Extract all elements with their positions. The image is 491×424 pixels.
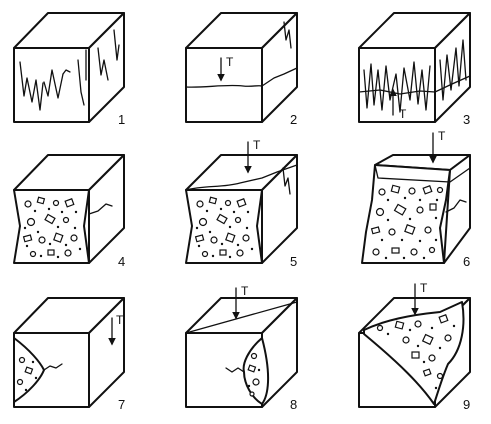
aggregate-pattern (376, 314, 456, 390)
force-label: T (420, 281, 428, 295)
cube-7 (13, 297, 125, 408)
side-crack-2 (283, 21, 292, 49)
diagonal-crack-8 (185, 301, 298, 334)
side-crack-6 (445, 199, 467, 213)
side-crack-4 (88, 203, 113, 215)
panel-number: 2 (290, 112, 297, 127)
side-crack-5 (282, 167, 291, 195)
cube-8 (185, 297, 298, 408)
panel-number: 7 (118, 397, 125, 412)
panel-7: T 7 (13, 297, 125, 412)
aggregate-pattern (16, 356, 38, 392)
panel-number: 1 (118, 112, 125, 127)
cube-5 (185, 154, 298, 264)
panel-number: 8 (290, 397, 297, 412)
panel-number: 4 (118, 254, 125, 269)
aggregate-pattern (194, 196, 254, 259)
force-label: T (399, 107, 407, 121)
panel-number: 3 (463, 112, 470, 127)
cube-2 (185, 12, 298, 123)
aggregate-pattern (247, 352, 261, 397)
panel-9: T 9 (358, 281, 471, 412)
spall-crack-7 (43, 363, 63, 371)
cube-4 (13, 154, 125, 264)
panel-2: T 2 (185, 12, 298, 127)
panel-number: 9 (463, 397, 470, 412)
spall-crack-8 (225, 367, 245, 373)
vertical-cracks-1 (19, 29, 120, 111)
force-label: T (253, 138, 261, 152)
force-label: T (438, 129, 446, 143)
force-label: T (226, 55, 234, 69)
panel-8: T 8 (185, 284, 298, 412)
horizontal-crack-2 (185, 67, 298, 88)
panel-1: 1 (13, 12, 125, 127)
panel-4: 4 (13, 154, 125, 269)
side-cracks-3 (439, 39, 467, 101)
aggregate-pattern (22, 196, 82, 259)
panel-3: T 3 (358, 12, 471, 127)
panel-6: T 6 (361, 129, 471, 269)
panel-number: 6 (463, 254, 470, 269)
top-crack-5 (185, 164, 298, 191)
cube-1 (13, 12, 125, 123)
panel-number: 5 (290, 254, 297, 269)
force-label: T (116, 313, 124, 327)
spalling-edge-6 (374, 164, 471, 183)
aggregate-pattern (370, 184, 444, 260)
zigzag-cracks-3 (363, 61, 431, 113)
panel-5: T 5 (185, 138, 298, 269)
force-label: T (241, 284, 249, 298)
